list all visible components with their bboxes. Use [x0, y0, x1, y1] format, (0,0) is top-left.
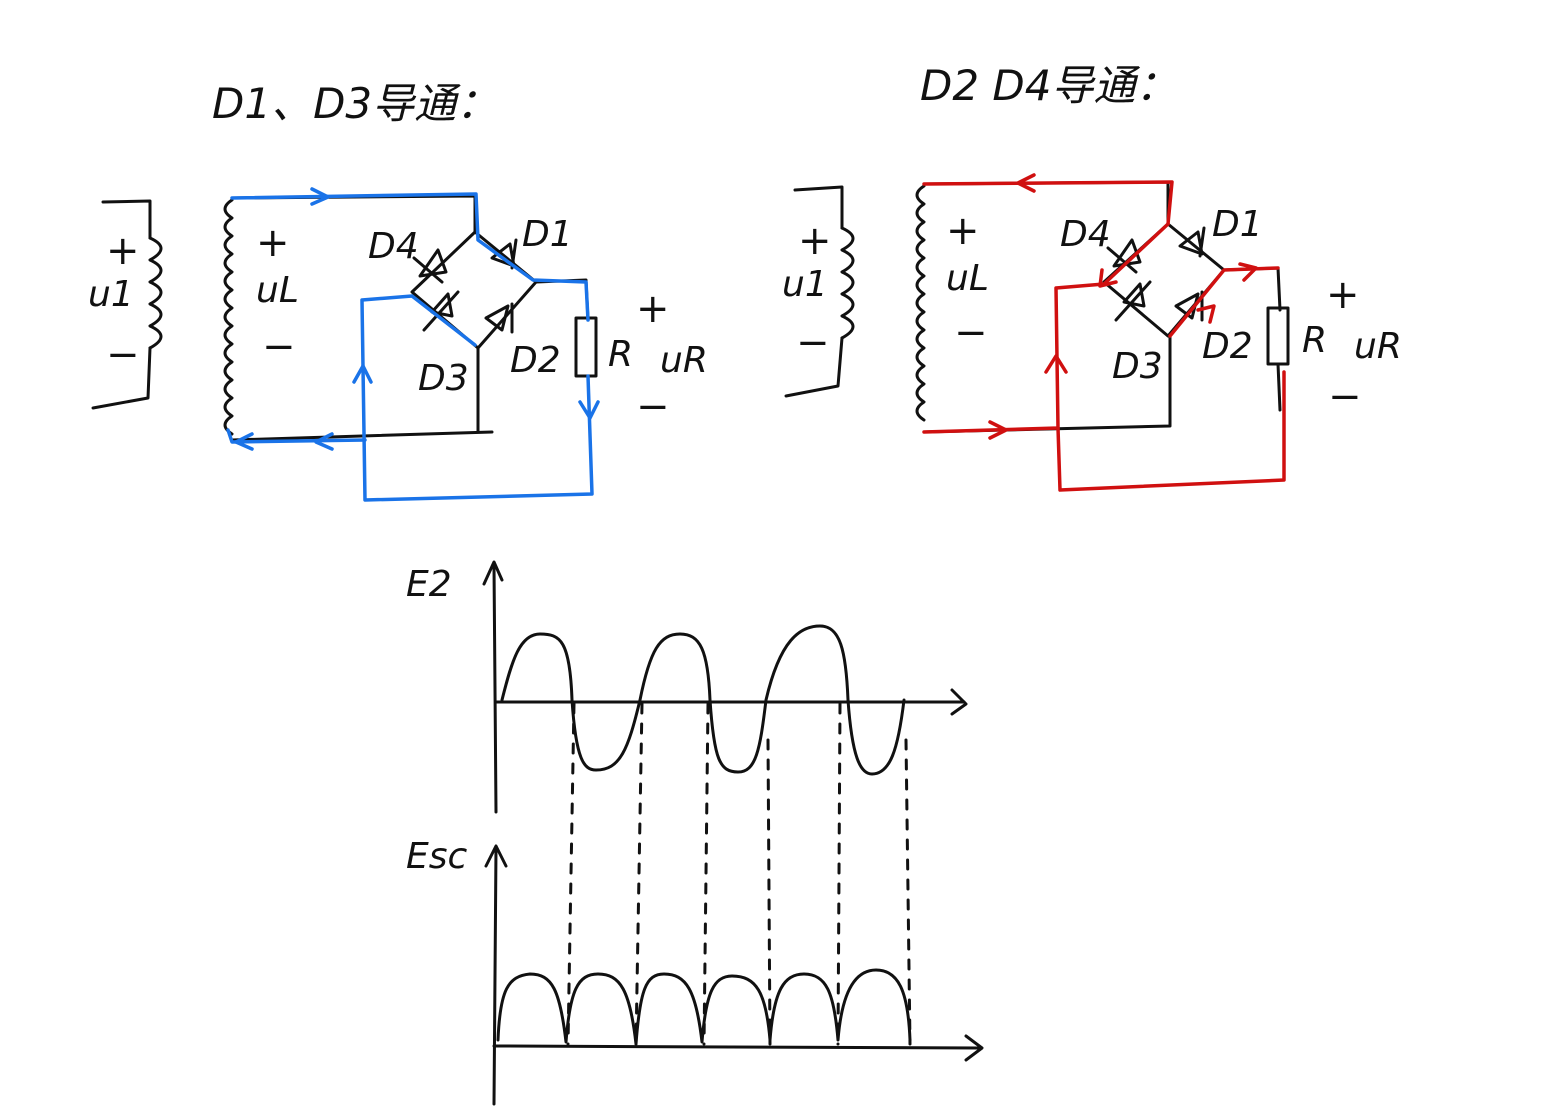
- right-circuit: D2 D4导通： + u1 − + uL −: [782, 61, 1402, 492]
- esc-x-arrow: [964, 1034, 984, 1062]
- right-arrow-bridge: [1238, 262, 1258, 282]
- left-resistor: R + uR −: [574, 286, 708, 430]
- left-u1-label: u1: [88, 274, 134, 315]
- right-d1-label: D1: [1212, 204, 1263, 245]
- right-arrow-up: [1044, 354, 1068, 374]
- left-r-label: R: [608, 334, 633, 375]
- left-u1-minus: −: [106, 332, 140, 378]
- esc-x-axis: [492, 1044, 982, 1050]
- left-bridge: D4 D1 D3 D2: [368, 214, 573, 399]
- right-d3-label: D3: [1112, 346, 1163, 387]
- left-circuit: D1、D3导通： + u1 − + uL −: [88, 79, 708, 502]
- left-arrow-up: [352, 364, 373, 384]
- right-arrow-bottom: [988, 420, 1008, 440]
- left-title: D1、D3导通：: [212, 79, 498, 128]
- left-primary-coil: + u1 −: [88, 199, 163, 410]
- right-u1-label: u1: [782, 264, 828, 305]
- esc-y-arrow: [484, 844, 508, 868]
- left-uR-minus: −: [636, 384, 670, 430]
- waveform-plots: E2 Esc: [406, 560, 984, 1106]
- left-arrow-bottom: [314, 432, 334, 451]
- right-d4-label: D4: [1060, 214, 1111, 255]
- right-d3-diode: [1114, 280, 1152, 322]
- left-d3-label: D3: [418, 358, 469, 399]
- right-arrow-d4: [1098, 268, 1118, 288]
- left-uL-label: uL: [256, 270, 299, 311]
- left-arrow-resistor: [578, 400, 600, 420]
- left-arrow-coil: [234, 432, 254, 451]
- e2-y-axis: [492, 564, 498, 814]
- right-arrow-d2: [1196, 304, 1216, 324]
- projection-lines: [566, 702, 912, 1046]
- e2-label: E2: [406, 564, 452, 605]
- right-uR-label: uR: [1354, 326, 1402, 367]
- right-bridge: D4 D1 D3 D2: [1060, 204, 1263, 387]
- right-d2-diode: [1174, 290, 1204, 322]
- right-u1-minus: −: [796, 320, 830, 366]
- right-r-label: R: [1302, 320, 1327, 361]
- right-current-path: [922, 173, 1286, 492]
- left-uR-plus: +: [636, 286, 670, 332]
- left-d2-diode: [484, 302, 514, 334]
- right-d2-label: D2: [1202, 326, 1253, 367]
- right-secondary-coil: + uL −: [915, 184, 989, 422]
- e2-y-arrow: [482, 560, 504, 586]
- right-uR-plus: +: [1326, 272, 1360, 318]
- left-uR-label: uR: [660, 340, 708, 381]
- esc-label: Esc: [406, 836, 468, 877]
- left-d4-diode: [412, 248, 448, 284]
- esc-plot: Esc: [406, 836, 984, 1106]
- esc-waveform: [496, 968, 912, 1046]
- left-d2-label: D2: [510, 340, 561, 381]
- left-u1-plus: +: [106, 228, 140, 274]
- right-primary-coil: + u1 −: [782, 185, 855, 398]
- right-uL-minus: −: [954, 310, 988, 356]
- left-uL-plus: +: [256, 220, 290, 266]
- e2-x-arrow: [950, 688, 968, 716]
- esc-y-axis: [492, 846, 498, 1106]
- left-d1-label: D1: [522, 214, 573, 255]
- left-arrow-top: [310, 187, 330, 206]
- right-uL-plus: +: [946, 208, 980, 254]
- right-d1-diode: [1178, 226, 1206, 258]
- left-uL-minus: −: [262, 324, 296, 370]
- left-current-path: [226, 187, 600, 502]
- right-title: D2 D4导通：: [920, 61, 1177, 110]
- e2-waveform: [500, 624, 906, 776]
- right-uL-label: uL: [946, 258, 989, 299]
- right-u1-plus: +: [798, 218, 832, 264]
- left-d3-diode: [422, 290, 460, 332]
- right-resistor: R + uR −: [1266, 272, 1402, 420]
- e2-plot: E2: [406, 560, 968, 814]
- left-secondary-coil: + uL −: [223, 198, 299, 436]
- left-d4-label: D4: [368, 226, 419, 267]
- right-arrow-top: [1016, 173, 1036, 193]
- right-uR-minus: −: [1328, 374, 1362, 420]
